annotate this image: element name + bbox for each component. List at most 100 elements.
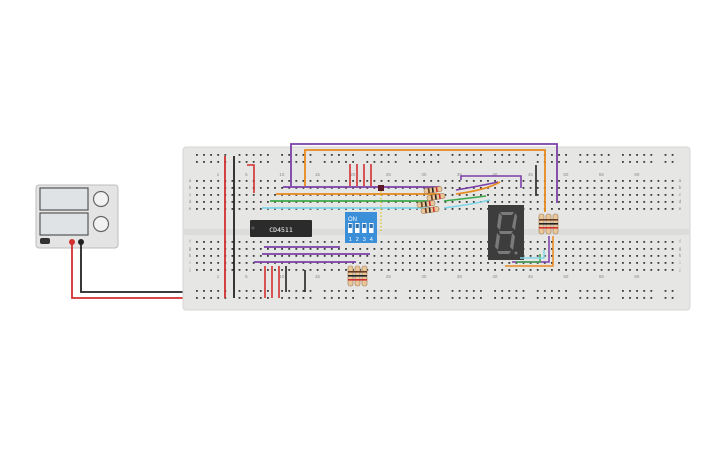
breadboard-hole[interactable]	[657, 241, 660, 243]
breadboard-hole[interactable]	[274, 187, 276, 189]
breadboard-hole[interactable]	[210, 180, 212, 182]
breadboard-hole[interactable]	[558, 269, 560, 271]
breadboard-hole[interactable]	[423, 180, 425, 182]
breadboard-hole[interactable]	[579, 241, 582, 243]
breadboard-hole[interactable]	[487, 262, 489, 264]
breadboard-hole[interactable]	[551, 262, 553, 264]
breadboard-hole[interactable]	[607, 208, 610, 210]
breadboard-hole[interactable]	[302, 297, 305, 299]
breadboard-hole[interactable]	[416, 161, 418, 163]
breadboard-hole[interactable]	[671, 201, 674, 203]
breadboard-hole[interactable]	[245, 248, 248, 250]
breadboard-hole[interactable]	[480, 255, 482, 257]
breadboard-hole[interactable]	[529, 180, 532, 182]
breadboard-hole[interactable]	[330, 154, 333, 156]
breadboard-hole[interactable]	[664, 241, 667, 243]
breadboard-hole[interactable]	[643, 161, 646, 163]
breadboard-hole[interactable]	[288, 255, 291, 257]
breadboard-hole[interactable]	[231, 208, 234, 210]
breadboard-hole[interactable]	[529, 269, 532, 271]
breadboard-hole[interactable]	[252, 194, 255, 196]
breadboard-hole[interactable]	[416, 290, 418, 292]
breadboard-hole[interactable]	[494, 290, 496, 292]
breadboard-hole[interactable]	[423, 297, 425, 299]
breadboard-hole[interactable]	[664, 290, 667, 292]
cyan-lower-wire[interactable]	[520, 250, 545, 259]
breadboard-hole[interactable]	[458, 248, 461, 250]
breadboard-hole[interactable]	[543, 262, 546, 264]
breadboard-hole[interactable]	[593, 241, 596, 243]
breadboard-hole[interactable]	[529, 194, 532, 196]
breadboard-hole[interactable]	[629, 248, 631, 250]
breadboard-hole[interactable]	[366, 154, 369, 156]
breadboard-hole[interactable]	[650, 161, 653, 163]
breadboard-hole[interactable]	[543, 241, 546, 243]
breadboard-hole[interactable]	[281, 297, 283, 299]
breadboard-hole[interactable]	[650, 269, 653, 271]
breadboard-hole[interactable]	[259, 161, 262, 163]
breadboard-hole[interactable]	[664, 154, 667, 156]
negative-terminal-icon[interactable]	[78, 239, 84, 245]
resistor-top-3[interactable]	[416, 200, 436, 208]
breadboard-hole[interactable]	[401, 269, 404, 271]
breadboard-hole[interactable]	[210, 187, 212, 189]
breadboard-hole[interactable]	[465, 297, 468, 299]
breadboard-hole[interactable]	[508, 269, 511, 271]
breadboard-hole[interactable]	[629, 161, 631, 163]
breadboard-hole[interactable]	[352, 180, 354, 182]
breadboard-hole[interactable]	[586, 241, 589, 243]
breadboard-hole[interactable]	[465, 241, 468, 243]
breadboard-hole[interactable]	[472, 161, 475, 163]
breadboard-hole[interactable]	[501, 161, 504, 163]
breadboard-hole[interactable]	[352, 248, 354, 250]
breadboard-hole[interactable]	[515, 297, 518, 299]
breadboard-hole[interactable]	[437, 297, 440, 299]
breadboard-hole[interactable]	[267, 180, 269, 182]
breadboard-hole[interactable]	[643, 194, 646, 196]
breadboard-hole[interactable]	[245, 262, 248, 264]
breadboard-hole[interactable]	[465, 262, 468, 264]
breadboard-hole[interactable]	[345, 248, 347, 250]
breadboard-hole[interactable]	[465, 255, 468, 257]
breadboard-hole[interactable]	[345, 297, 347, 299]
breadboard-hole[interactable]	[444, 255, 447, 257]
breadboard-hole[interactable]	[217, 194, 220, 196]
breadboard-hole[interactable]	[586, 269, 589, 271]
breadboard-hole[interactable]	[210, 290, 212, 292]
breadboard-hole[interactable]	[330, 297, 333, 299]
breadboard-hole[interactable]	[380, 262, 383, 264]
breadboard-hole[interactable]	[607, 297, 610, 299]
breadboard-hole[interactable]	[259, 194, 262, 196]
breadboard-hole[interactable]	[323, 180, 326, 182]
breadboard-hole[interactable]	[529, 241, 532, 243]
breadboard-hole[interactable]	[252, 208, 255, 210]
breadboard-hole[interactable]	[302, 255, 305, 257]
breadboard-hole[interactable]	[380, 290, 383, 292]
breadboard-hole[interactable]	[579, 201, 582, 203]
breadboard-hole[interactable]	[593, 208, 596, 210]
breadboard-hole[interactable]	[338, 161, 340, 163]
breadboard-hole[interactable]	[664, 269, 667, 271]
breadboard-hole[interactable]	[203, 262, 205, 264]
breadboard-hole[interactable]	[664, 201, 667, 203]
breadboard-hole[interactable]	[316, 255, 319, 257]
breadboard-hole[interactable]	[451, 201, 454, 203]
breadboard-hole[interactable]	[600, 262, 603, 264]
breadboard-hole[interactable]	[387, 241, 390, 243]
breadboard-hole[interactable]	[480, 154, 482, 156]
breadboard-hole[interactable]	[423, 161, 425, 163]
breadboard-hole[interactable]	[551, 161, 553, 163]
breadboard-hole[interactable]	[643, 187, 646, 189]
breadboard-hole[interactable]	[593, 201, 596, 203]
breadboard-hole[interactable]	[288, 241, 291, 243]
breadboard-hole[interactable]	[323, 241, 326, 243]
breadboard-hole[interactable]	[451, 290, 454, 292]
breadboard-hole[interactable]	[472, 208, 475, 210]
power-switch[interactable]	[40, 238, 50, 244]
breadboard-hole[interactable]	[600, 255, 603, 257]
breadboard-hole[interactable]	[444, 208, 447, 210]
breadboard-hole[interactable]	[565, 269, 567, 271]
breadboard-hole[interactable]	[196, 297, 198, 299]
breadboard-hole[interactable]	[465, 248, 468, 250]
breadboard-hole[interactable]	[508, 154, 511, 156]
